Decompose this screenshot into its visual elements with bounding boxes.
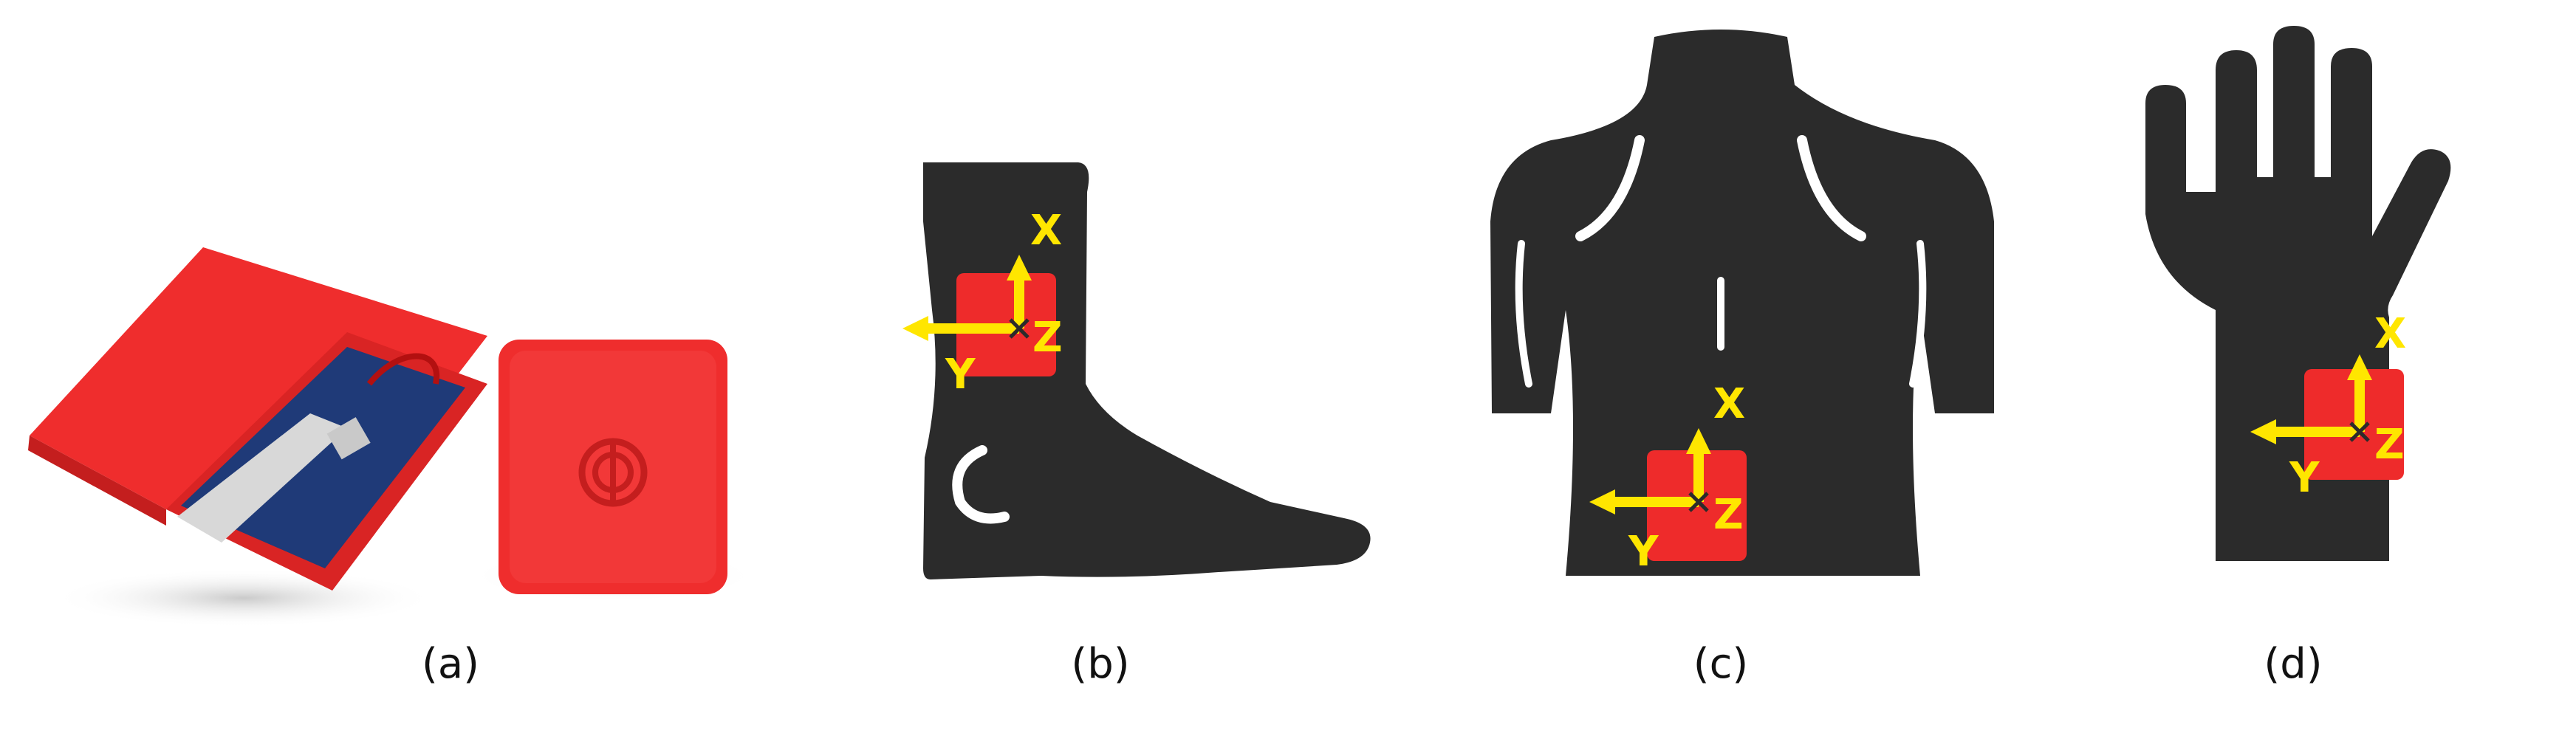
- axis-arrows: [1589, 428, 1711, 515]
- axis-label-z: Z: [2374, 421, 2405, 469]
- panel-a-device-photo: (a): [0, 0, 753, 733]
- device-shadow: [52, 568, 436, 627]
- back-line-left: [1515, 240, 1532, 388]
- axis-label-z: Z: [1032, 314, 1063, 362]
- torso-silhouette: [1490, 30, 1994, 576]
- back-line-right: [1909, 240, 1927, 388]
- panel-b-ankle: X Y Z (b): [871, 0, 1403, 733]
- axis-arrows: [2250, 354, 2372, 444]
- caption-a: (a): [421, 640, 479, 688]
- caption-c: (c): [1693, 640, 1749, 688]
- shoulder-blade-right: [1797, 135, 1866, 241]
- axis-label-y: Y: [2289, 454, 2320, 502]
- caption-d: (d): [2264, 640, 2323, 688]
- torso-shape: [1490, 30, 1994, 576]
- axis-label-z: Z: [1713, 491, 1744, 539]
- panel-c-lower-back: X Y Z (c): [1403, 0, 2038, 733]
- axis-label-x: X: [1030, 207, 1063, 255]
- ankle-bone-mark: [952, 445, 1010, 524]
- panel-d-wrist: X Y Z (d): [2038, 0, 2576, 733]
- axis-arrows: [902, 255, 1032, 341]
- wire: [366, 353, 440, 386]
- device-illustration: [28, 247, 753, 627]
- foot-shape: [923, 162, 1371, 579]
- hand-silhouette: [2145, 26, 2451, 561]
- ankle-silhouette: [902, 162, 1371, 579]
- caption-b: (b): [1071, 640, 1130, 688]
- logo-icon: [578, 438, 648, 507]
- axis-label-x: X: [1713, 380, 1746, 428]
- axis-label-y: Y: [945, 351, 976, 399]
- chip: [326, 417, 371, 460]
- axis-label-x: X: [2374, 310, 2407, 358]
- case-lid: [30, 247, 487, 509]
- shoulder-blade-left: [1575, 135, 1645, 241]
- battery: [177, 413, 347, 543]
- axis-label-y: Y: [1628, 528, 1659, 576]
